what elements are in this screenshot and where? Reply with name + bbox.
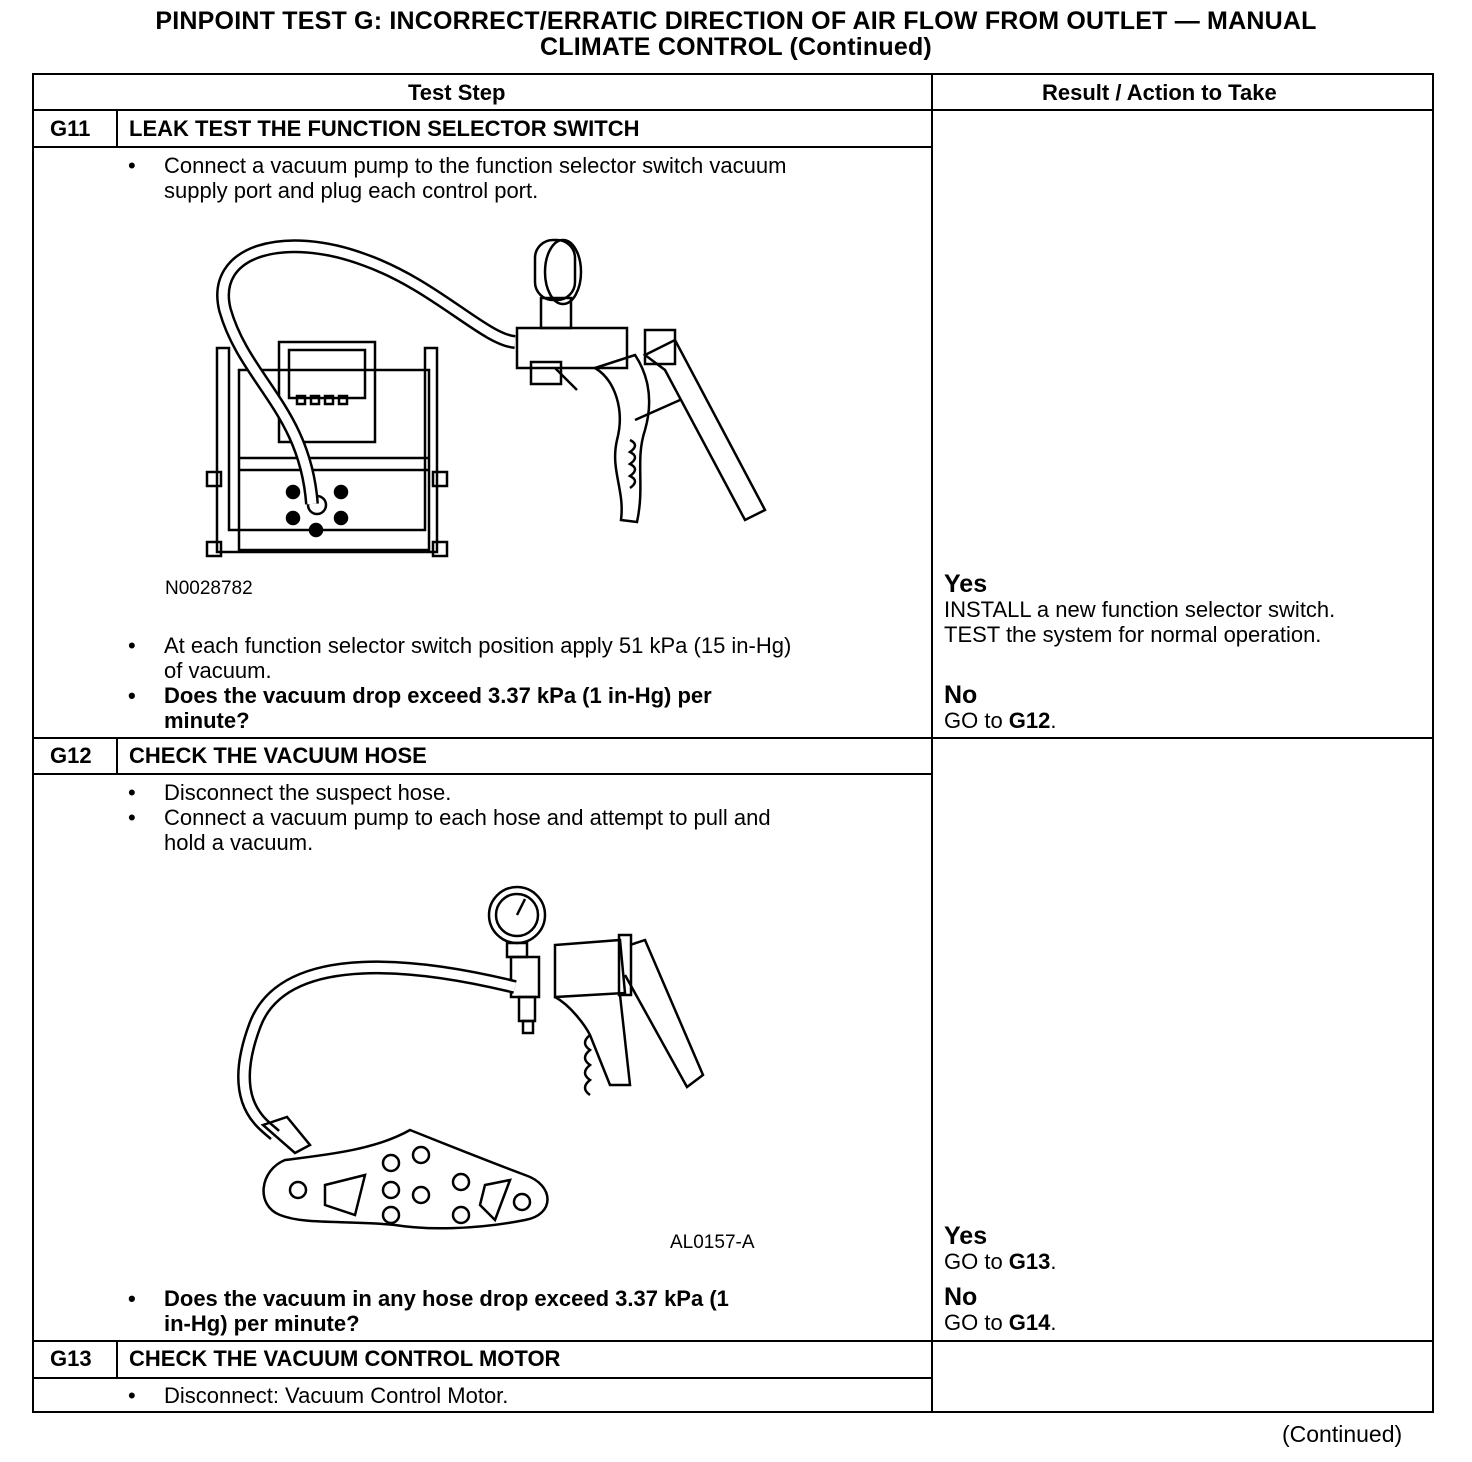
step-heading-divider (32, 1377, 933, 1379)
g11-bullet-1-text: Connect a vacuum pump to the function se… (164, 153, 787, 203)
table-border-right (1432, 73, 1434, 1413)
bullet-dot: • (128, 683, 136, 708)
g11-no-label: No (944, 681, 978, 709)
bullet-dot: • (128, 633, 136, 658)
page-title-line-1: PINPOINT TEST G: INCORRECT/ERRATIC DIREC… (155, 7, 1317, 35)
punctuation: . (1050, 1249, 1057, 1274)
header-result: Result / Action to Take (1042, 80, 1277, 105)
g12-bullet-2-text: Connect a vacuum pump to each hose and a… (164, 805, 771, 855)
step-id-divider (116, 738, 118, 775)
header-test-step: Test Step (408, 80, 506, 105)
page-title: PINPOINT TEST G: INCORRECT/ERRATIC DIREC… (0, 8, 1472, 60)
header-divider (32, 109, 1434, 111)
step-heading-g12: CHECK THE VACUUM HOSE (129, 743, 427, 768)
step-heading-g13: CHECK THE VACUUM CONTROL MOTOR (129, 1346, 561, 1371)
step-heading-g11: LEAK TEST THE FUNCTION SELECTOR SWITCH (129, 116, 640, 141)
go-to-step-link[interactable]: G13 (1008, 1249, 1051, 1274)
g12-figure-id: AL0157-A (670, 1232, 755, 1253)
table-border-top (32, 73, 1434, 75)
go-to-text: GO to (944, 1310, 1009, 1335)
row-divider (32, 737, 1434, 739)
bullet-dot: • (128, 153, 136, 178)
g11-bullet-2-text: At each function selector switch positio… (164, 633, 792, 683)
punctuation: . (1050, 1310, 1057, 1335)
g12-no-label: No (944, 1283, 978, 1311)
g11-question-text: Does the vacuum drop exceed 3.37 kPa (1 … (164, 683, 712, 733)
row-divider (32, 1340, 1434, 1342)
bullet-dot: • (128, 1383, 136, 1408)
go-to-step-link[interactable]: G12 (1008, 708, 1051, 733)
g11-figure-id: N0028782 (165, 578, 253, 599)
function-selector-switch-vacuum-pump-figure (205, 238, 767, 558)
step-id-g12: G12 (50, 743, 92, 768)
go-to-text: GO to (944, 1249, 1009, 1274)
table-border-bottom (32, 1411, 1434, 1413)
page-title-line-2: CLIMATE CONTROL (Continued) (540, 33, 932, 61)
g13-bullet-1-text: Disconnect: Vacuum Control Motor. (164, 1383, 509, 1408)
g12-bullet-1-text: Disconnect the suspect hose. (164, 780, 452, 805)
vacuum-hose-pump-figure (237, 885, 705, 1230)
go-to-step-link[interactable]: G14 (1008, 1310, 1051, 1335)
table-border-left (32, 73, 34, 1413)
step-heading-divider (32, 773, 933, 775)
g12-question-text: Does the vacuum in any hose drop exceed … (164, 1286, 729, 1336)
g12-yes-action: GO to G13. (944, 1249, 1057, 1274)
step-id-g13: G13 (50, 1346, 92, 1371)
g12-yes-label: Yes (944, 1222, 988, 1250)
g11-no-action: GO to G12. (944, 708, 1057, 733)
step-id-g11: G11 (50, 116, 91, 141)
step-id-divider (116, 110, 118, 147)
column-divider (931, 73, 933, 1413)
step-heading-divider (32, 146, 933, 148)
punctuation: . (1050, 708, 1057, 733)
g11-yes-label: Yes (944, 570, 988, 598)
g12-no-action: GO to G14. (944, 1310, 1057, 1335)
bullet-dot: • (128, 1286, 136, 1311)
bullet-dot: • (128, 805, 136, 830)
step-id-divider (116, 1341, 118, 1378)
g11-yes-action: INSTALL a new function selector switch. … (944, 597, 1336, 647)
bullet-dot: • (128, 780, 136, 805)
go-to-text: GO to (944, 708, 1009, 733)
continued-footer: (Continued) (1282, 1421, 1403, 1447)
